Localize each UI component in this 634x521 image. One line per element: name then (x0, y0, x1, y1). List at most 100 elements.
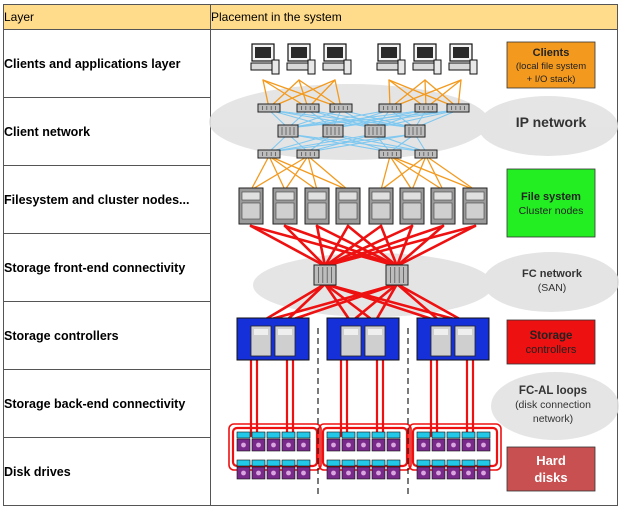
disk-platter (271, 470, 276, 476)
ip-switch-upper (296, 103, 320, 113)
disk-platter (331, 442, 336, 448)
ip-switch-upper (446, 103, 470, 113)
client-link (388, 79, 391, 109)
keyboard-shape (286, 62, 312, 71)
disk-top (281, 431, 296, 439)
disk-drive (356, 431, 371, 452)
tower-shape (469, 59, 478, 75)
ip-switch-lower (296, 149, 320, 159)
disk-platter (376, 442, 381, 448)
disk-top (371, 459, 386, 467)
san-link (323, 224, 350, 268)
screen-shape (327, 47, 343, 58)
cluster-node (368, 187, 394, 225)
disk-platter (301, 470, 306, 476)
switch-body (257, 103, 281, 113)
switch-body (322, 124, 344, 138)
controller-link (395, 282, 467, 324)
controller-link (283, 282, 327, 324)
screen-shape (417, 47, 433, 58)
keyboard-shape (250, 62, 276, 71)
disk-platter (421, 442, 426, 448)
client-link (298, 79, 342, 109)
san-link (395, 224, 445, 268)
clients-label-line3: + I/O stack) (527, 74, 576, 85)
switch-body (404, 124, 426, 138)
disk-drive (371, 431, 386, 452)
ip-switch-lower (414, 149, 438, 159)
node-link (411, 155, 427, 191)
controller-panel (278, 329, 292, 335)
controller-panel (434, 329, 448, 335)
disk-drive (446, 459, 461, 480)
server-panel (241, 202, 261, 220)
ip-switch-core (322, 124, 344, 138)
ip-link (332, 109, 459, 129)
fc-network-label-line2: (SAN) (538, 282, 567, 294)
clients-label-line2: (local file system (516, 61, 586, 72)
layer-storage-controllers: Storage controllers (3, 301, 211, 370)
san-link (249, 224, 327, 268)
switch-body (364, 124, 386, 138)
controller-panel (254, 329, 268, 335)
disk-platter (256, 442, 261, 448)
controller-link (323, 282, 377, 324)
disk-drive (461, 459, 476, 480)
server-bay (371, 191, 391, 201)
cluster-node (462, 187, 488, 225)
ip-link (287, 133, 427, 153)
ip-link (268, 109, 334, 129)
keyboard-shape (376, 62, 402, 71)
disk-top (296, 431, 311, 439)
client-link (424, 79, 459, 109)
disk-platter (466, 470, 471, 476)
san-link (283, 224, 327, 268)
ip-link (374, 109, 459, 129)
node-link (250, 155, 309, 191)
ip-link (332, 109, 427, 129)
switch-body (378, 103, 402, 113)
client-workstation (250, 43, 280, 75)
screen-shape (381, 47, 397, 58)
server-bay (465, 191, 485, 201)
ip-link (287, 109, 459, 129)
controller-panel (458, 329, 472, 335)
disk-drive (386, 459, 401, 480)
client-link (262, 79, 309, 109)
ip-switch-lower (257, 149, 281, 159)
disk-platter (436, 470, 441, 476)
layer-storage-frontend: Storage front-end connectivity (3, 233, 211, 302)
disk-top (356, 459, 371, 467)
controller-enclosure (326, 317, 400, 361)
disk-drive (386, 431, 401, 452)
disk-drive (416, 431, 431, 452)
san-link (249, 224, 399, 268)
disk-platter (346, 442, 351, 448)
layer-storage-backend: Storage back-end connectivity (3, 369, 211, 438)
disk-top (326, 459, 341, 467)
san-link (323, 224, 414, 268)
layer-client-network: Client network (3, 97, 211, 166)
server-bay (275, 191, 295, 201)
san-link (283, 224, 399, 268)
server-panel (433, 202, 453, 220)
client-link (262, 79, 270, 109)
disk-top (281, 459, 296, 467)
disk-drive (356, 459, 371, 480)
disk-platter (451, 442, 456, 448)
controller-panel (344, 329, 358, 335)
disk-drive (251, 459, 266, 480)
disk-top (236, 459, 251, 467)
san-link (323, 224, 445, 268)
server-bay (241, 191, 261, 201)
san-link (323, 224, 383, 268)
switch-body (296, 103, 320, 113)
client-link (389, 79, 426, 109)
server-bay (307, 191, 327, 201)
disk-platter (481, 442, 486, 448)
cluster-node (304, 187, 330, 225)
cluster-node (238, 187, 264, 225)
node-link (307, 155, 318, 191)
disk-platter (301, 442, 306, 448)
disk-top (266, 431, 281, 439)
